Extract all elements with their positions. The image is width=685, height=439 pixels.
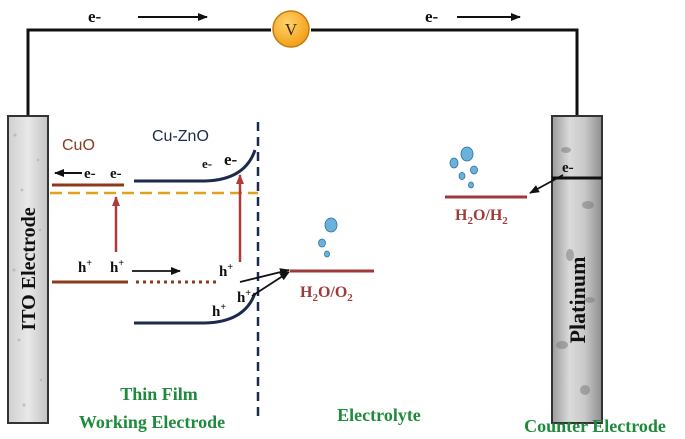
hole-oxidation-arrow-bottom: [251, 271, 290, 297]
hole-cuo-right: h+: [110, 258, 124, 276]
electron-flow-right-label: e-: [425, 7, 439, 26]
hydrogen-redox-label: H2O/H2: [455, 207, 508, 227]
cuo-electron-left: e-: [84, 166, 96, 182]
hydrogen-bubbles-icon: [449, 146, 478, 189]
platinum-label: Platinum: [565, 257, 590, 344]
hole-cuo-left: h+: [78, 258, 92, 276]
cuo-electron-right: e-: [110, 166, 122, 182]
electron-flow-left-label: e-: [88, 7, 102, 26]
cuzno-electron-small: e-: [202, 156, 212, 171]
circuit-wire-left: [26, 28, 271, 116]
hole-cuzno-mid: h+: [237, 288, 251, 306]
svg-text:h+: h+: [219, 262, 233, 280]
external-circuit: e- e- V: [26, 7, 579, 116]
cuzno-label: Cu-ZnO: [152, 128, 209, 145]
cuzno-valence-band: [134, 292, 257, 325]
electrolyte-label: Electrolyte: [337, 405, 421, 425]
oxygen-redox-label: H2O/O2: [300, 284, 353, 304]
thin-film-label-line1: Thin Film: [120, 384, 198, 404]
svg-text:h+: h+: [110, 258, 124, 276]
thin-film-label-line2: Working Electrode: [79, 412, 225, 432]
ito-electrode-label: ITO Electrode: [18, 207, 40, 330]
voltmeter-label: V: [285, 20, 298, 39]
voltmeter-icon: V: [272, 10, 310, 48]
svg-text:h+: h+: [78, 258, 92, 276]
ito-electrode: ITO Electrode: [7, 115, 49, 424]
hole-cuzno-top: h+: [219, 262, 233, 280]
svg-text:h+: h+: [237, 288, 251, 306]
hole-cuzno-bottom: h+: [212, 302, 226, 320]
platinum-electron-label: e-: [562, 160, 574, 176]
platinum-electrode: e- Platinum: [551, 115, 603, 424]
cuzno-conduction-band: [134, 149, 257, 183]
oxygen-bubbles-icon: [318, 217, 338, 258]
counter-electrode-label: Counter Electrode: [524, 416, 666, 436]
circuit-wire-right: [311, 28, 579, 116]
cuzno-electron-large: e-: [224, 150, 238, 169]
svg-text:h+: h+: [212, 302, 226, 320]
cuo-label: CuO: [62, 137, 95, 154]
electron-reduction-arrow: [529, 174, 564, 194]
